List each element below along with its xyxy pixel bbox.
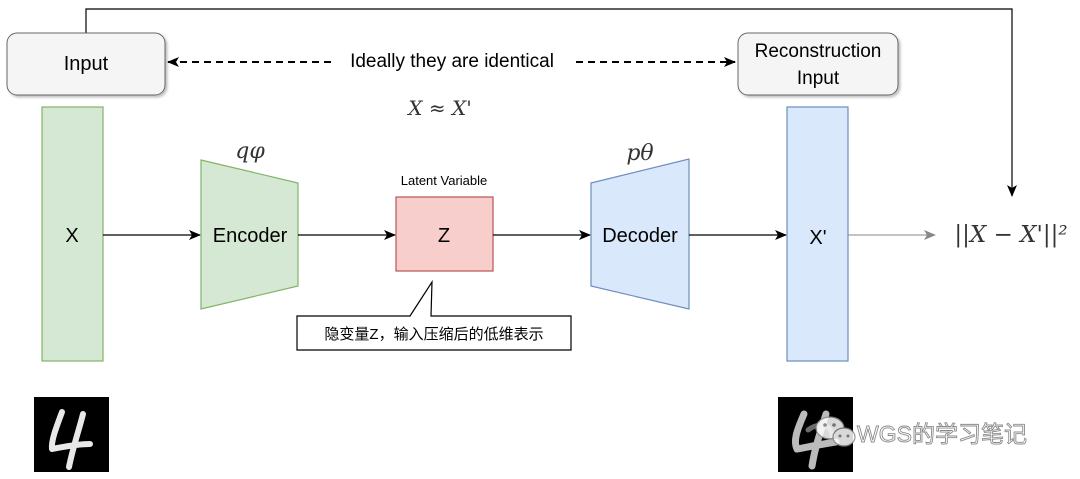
- input-box-label: Input: [64, 53, 109, 75]
- input-bar-label: X: [65, 225, 78, 247]
- watermark: WGS的学习笔记: [815, 416, 1027, 447]
- input-box: Input: [6, 32, 166, 96]
- decoder-param: pθ: [626, 141, 653, 166]
- latent-z-label: Z: [438, 225, 450, 247]
- wechat-icon: [815, 416, 856, 447]
- decoder-block: Decoder: [590, 158, 690, 310]
- loss-formula: ||X − X'||²: [954, 222, 1067, 248]
- approx-formula: X ≈ X': [406, 96, 471, 120]
- reconstruction-line2: Input: [797, 68, 840, 89]
- input-digit-image: [34, 397, 109, 472]
- latent-z-box: Z: [395, 196, 494, 272]
- output-bar-label: X': [809, 227, 826, 249]
- reconstruction-input-box: Reconstruction Input: [737, 32, 899, 96]
- latent-caption: Latent Variable: [401, 173, 488, 188]
- input-bar: X: [41, 106, 104, 362]
- callout-text: 隐变量Z，输入压缩后的低维表示: [324, 326, 543, 343]
- encoder-param: qφ: [235, 139, 265, 164]
- output-bar: X': [786, 106, 849, 362]
- watermark-text: WGS的学习笔记: [857, 421, 1027, 447]
- encoder-label: Encoder: [213, 225, 288, 247]
- identical-note: Ideally they are identical: [350, 51, 554, 72]
- reconstruction-line1: Reconstruction: [755, 41, 882, 62]
- latent-callout: 隐变量Z，输入压缩后的低维表示: [296, 279, 572, 351]
- feedback-connector: [85, 8, 1017, 197]
- encoder-block: Encoder: [200, 159, 299, 310]
- decoder-label: Decoder: [602, 225, 678, 247]
